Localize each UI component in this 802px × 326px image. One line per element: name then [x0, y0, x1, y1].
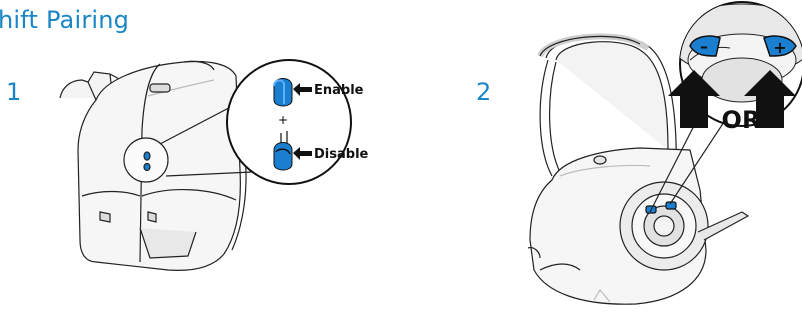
switch-callout: + - Enable Disable — [227, 60, 369, 184]
base-unit-illustration — [60, 61, 252, 270]
disable-label: Disable — [314, 147, 369, 162]
volume-buttons-callout: – + OR — [668, 2, 802, 134]
or-label: OR — [722, 106, 761, 134]
enable-label: Enable — [314, 83, 364, 98]
minus-button-glyph: – — [700, 37, 708, 56]
plus-button-glyph: + — [773, 38, 786, 57]
plus-mark: + — [278, 113, 288, 127]
